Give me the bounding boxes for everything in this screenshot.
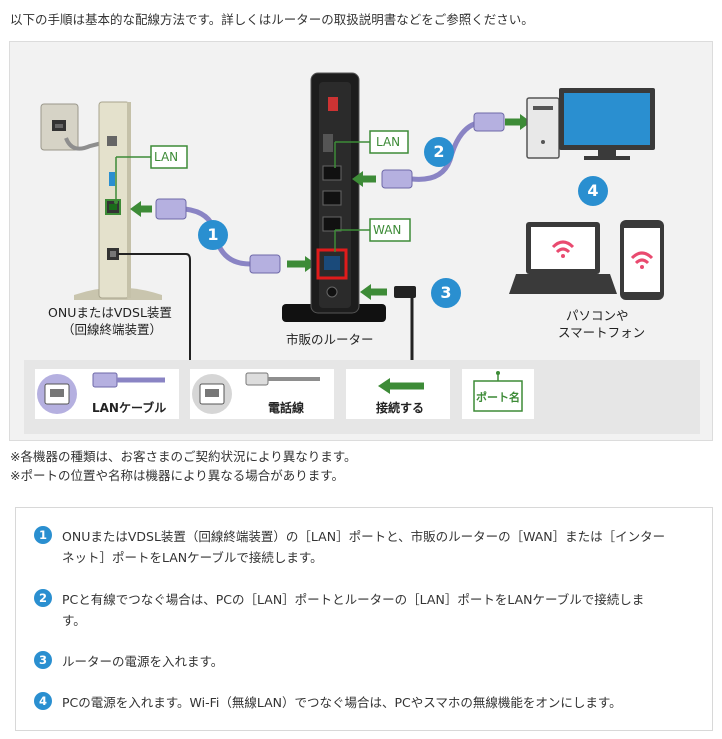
phone-line-icon	[192, 372, 320, 414]
power-cable-onu	[118, 253, 191, 360]
legend-bar: LANケーブル 電話線 接続する ポート	[24, 360, 700, 434]
note-2: ※ポートの位置や名称は機器により異なる場合があります。	[10, 468, 344, 483]
lan-plug	[155, 198, 281, 274]
step-2-line-1: PCと有線でつなぐ場合は、PCの［LAN］ポートとルーターの［LAN］ポートをL…	[62, 592, 645, 607]
note-1: ※各機器の種類は、お客さまのご契約状況により異なります。	[10, 449, 357, 464]
legend-lan-cable: LANケーブル	[35, 369, 179, 419]
step-3-line-1: ルーターの電源を入れます。	[62, 654, 224, 669]
laptop	[509, 222, 617, 294]
legend-phone-line: 電話線	[190, 369, 334, 419]
onu-caption-line2: （回線終端装置）	[62, 322, 163, 337]
step-1-line-1: ONUまたはVDSL装置（回線終端装置）の［LAN］ポートと、市販のルーターの［…	[62, 529, 666, 544]
step-marker-1: 1	[198, 220, 228, 250]
step-marker-3: 3	[431, 278, 461, 308]
notes: ※各機器の種類は、お客さまのご契約状況により異なります。 ※ポートの位置や名称は…	[10, 447, 356, 485]
router-wan-label: WAN	[373, 223, 402, 237]
router-lan-label: LAN	[376, 135, 401, 149]
green-arrow-icon	[378, 378, 424, 394]
legend-connect: 接続する	[346, 369, 450, 419]
wiring-diagram: LAN LAN WAN ONUまたはVDSL装置 （回線終端装置） 市販のルータ…	[9, 41, 713, 441]
router-device	[282, 72, 386, 322]
step-number-4: 4	[34, 692, 52, 710]
legend-port-name: ポート名	[462, 369, 534, 419]
step-4-line-1: PCの電源を入れます。Wi-Fi（無線LAN）でつなぐ場合は、PCやスマホの無線…	[62, 695, 622, 710]
wall-jack	[40, 103, 79, 151]
diagram-illustration	[40, 72, 664, 360]
step-number-3: 3	[34, 651, 52, 669]
phone-cable	[64, 137, 107, 151]
legend-port-name-label: ポート名	[476, 391, 520, 404]
legend-phone-line-label: 電話線	[268, 401, 305, 415]
onu-device	[74, 101, 162, 300]
step-number-2: 2	[34, 589, 52, 607]
intro-text: 以下の手順は基本的な配線方法です。詳しくはルーターの取扱説明書などをご参照くださ…	[10, 12, 534, 27]
legend-lan-cable-label: LANケーブル	[92, 401, 167, 415]
lan-cable-icon	[37, 372, 165, 414]
step-marker-4: 4	[578, 176, 608, 206]
legend-connect-label: 接続する	[376, 401, 425, 415]
onu-caption-line1: ONUまたはVDSL装置	[48, 305, 172, 320]
router-caption: 市販のルーター	[286, 332, 374, 347]
step-text-2: PCと有線でつなぐ場合は、PCの［LAN］ポートとルーターの［LAN］ポートをL…	[62, 589, 692, 631]
step-2-line-2: す。	[62, 613, 86, 628]
steps-box: 1 ONUまたはVDSL装置（回線終端装置）の［LAN］ポートと、市販のルーター…	[15, 507, 713, 731]
step-1-line-2: ネット］ポートをLANケーブルで接続します。	[62, 550, 323, 565]
step-text-3: ルーターの電源を入れます。	[62, 651, 692, 672]
step-number-1: 1	[34, 526, 52, 544]
step-marker-2: 2	[424, 137, 454, 167]
pc-caption-line2: スマートフォン	[558, 325, 646, 340]
onu-lan-label: LAN	[154, 150, 179, 164]
desktop-pc	[526, 88, 655, 160]
smartphone	[620, 220, 664, 300]
step-text-4: PCの電源を入れます。Wi-Fi（無線LAN）でつなぐ場合は、PCやスマホの無線…	[62, 692, 692, 713]
step-text-1: ONUまたはVDSL装置（回線終端装置）の［LAN］ポートと、市販のルーターの［…	[62, 526, 692, 568]
pc-caption-line1: パソコンや	[566, 308, 629, 323]
port-label-icon	[473, 371, 523, 412]
